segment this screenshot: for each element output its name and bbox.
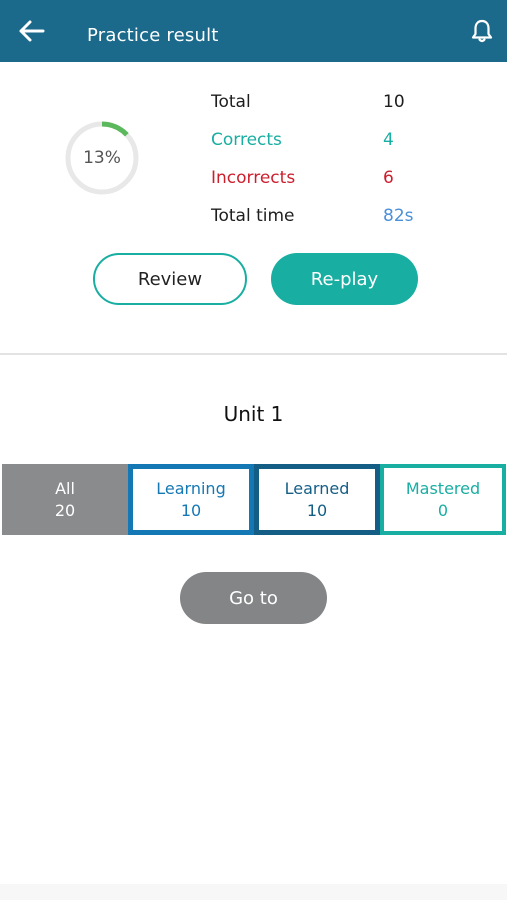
tab-learned-label: Learned <box>284 478 350 498</box>
stat-total-time-value: 82s <box>383 206 414 226</box>
word-status-tabs: All 20 Learning 10 Learned 10 Mastered 0 <box>2 464 506 535</box>
tab-learning-label: Learning <box>156 478 226 498</box>
stat-corrects-label: Corrects <box>211 130 282 150</box>
tab-all-label: All <box>55 478 75 498</box>
stat-total: Total 10 <box>211 88 441 126</box>
tab-mastered[interactable]: Mastered 0 <box>380 464 506 535</box>
stat-total-time: Total time 82s <box>211 202 441 240</box>
stat-incorrects-value: 6 <box>383 168 394 188</box>
stat-incorrects-label: Incorrects <box>211 168 296 188</box>
tab-learned-body: Learned 10 <box>259 469 375 530</box>
tab-mastered-label: Mastered <box>405 478 481 498</box>
score-percent: 13% <box>83 148 121 168</box>
tab-learned-count: 10 <box>306 500 328 520</box>
progress-arc <box>65 121 139 195</box>
tab-all-count: 20 <box>54 500 76 520</box>
stat-incorrects: Incorrects 6 <box>211 164 441 202</box>
review-button[interactable]: Review <box>93 253 247 305</box>
tab-mastered-body: Mastered 0 <box>384 468 502 531</box>
result-stats: Total 10 Corrects 4 Incorrects 6 Total t… <box>211 88 441 240</box>
back-button[interactable] <box>14 15 48 47</box>
tab-all[interactable]: All 20 <box>2 464 128 535</box>
tab-learned[interactable]: Learned 10 <box>254 464 380 535</box>
tab-learning-body: Learning 10 <box>133 469 249 530</box>
score-progress-ring: 13% <box>64 120 140 196</box>
go-to-button[interactable]: Go to <box>180 572 327 624</box>
bottom-edge <box>0 884 507 900</box>
page-title: Practice result <box>87 25 219 46</box>
bell-icon <box>471 19 493 43</box>
stat-corrects-value: 4 <box>383 130 394 150</box>
progress-ring-graphic <box>65 121 139 195</box>
arrow-left-icon <box>19 20 45 42</box>
unit-title: Unit 1 <box>223 402 284 426</box>
replay-button[interactable]: Re-play <box>271 253 418 305</box>
tab-mastered-count: 0 <box>437 500 449 520</box>
section-divider <box>0 353 507 355</box>
stat-total-label: Total <box>211 92 251 112</box>
notification-button[interactable] <box>467 16 497 46</box>
stat-corrects: Corrects 4 <box>211 126 441 164</box>
stat-total-time-label: Total time <box>211 206 295 226</box>
stat-total-value: 10 <box>383 92 405 112</box>
tab-learning-count: 10 <box>180 500 202 520</box>
tab-learning[interactable]: Learning 10 <box>128 464 254 535</box>
app-header: Practice result <box>0 0 507 62</box>
